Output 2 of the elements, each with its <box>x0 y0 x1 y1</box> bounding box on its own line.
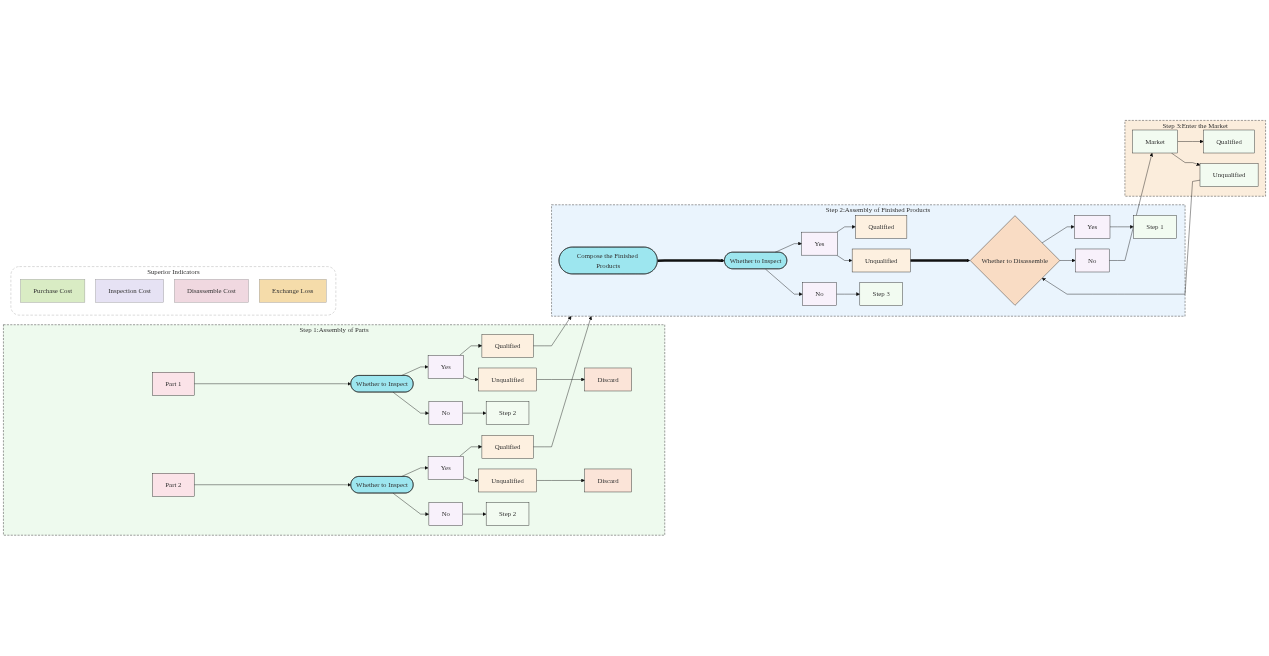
arrow <box>657 258 725 263</box>
arrow <box>910 258 971 263</box>
